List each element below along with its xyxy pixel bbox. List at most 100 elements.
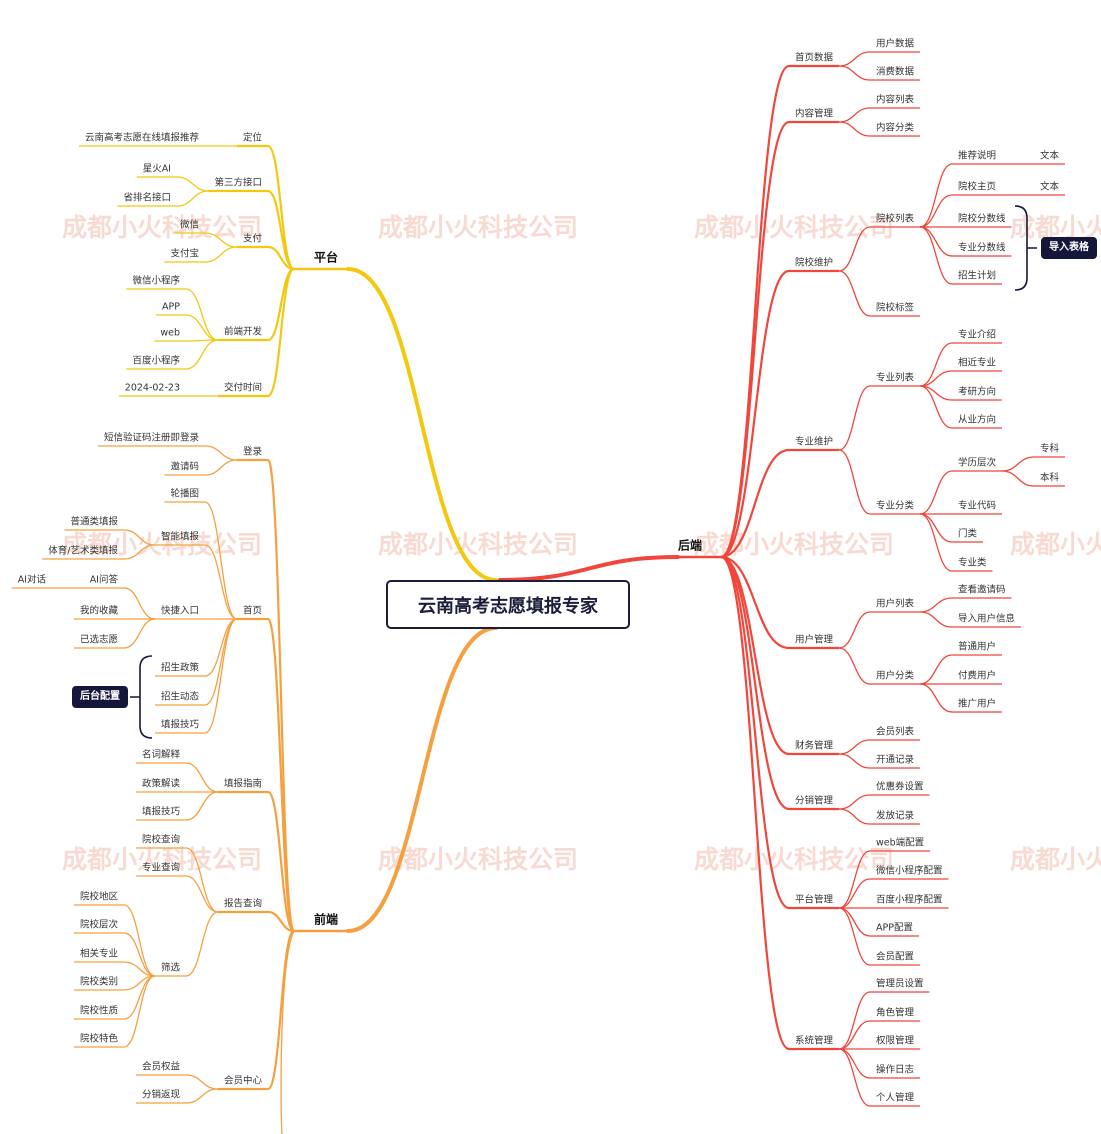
- node-label[interactable]: 云南高考志愿在线填报推荐: [85, 132, 200, 144]
- node-label[interactable]: 院校地区: [80, 891, 119, 903]
- node-label[interactable]: 第三方接口: [214, 177, 262, 189]
- node-label[interactable]: 快捷入口: [161, 605, 199, 617]
- node-label[interactable]: 短信验证码注册即登录: [104, 432, 200, 444]
- branch-label[interactable]: 后端: [678, 538, 702, 553]
- node-label[interactable]: 文本: [1040, 150, 1060, 162]
- node-label[interactable]: AI问答: [90, 574, 119, 586]
- node-label[interactable]: 院校分数线: [958, 213, 1006, 225]
- node-label[interactable]: 优惠券设置: [876, 781, 924, 793]
- node-label[interactable]: 导入用户信息: [958, 613, 1015, 625]
- node-label[interactable]: 普通用户: [958, 641, 996, 653]
- node-label[interactable]: 专业介绍: [958, 329, 996, 341]
- node-label[interactable]: 专业代码: [958, 500, 996, 512]
- node-label[interactable]: 登录: [243, 447, 263, 458]
- node-label[interactable]: 文本: [1040, 181, 1060, 193]
- node-label[interactable]: 专业维护: [795, 436, 833, 448]
- node-label[interactable]: 政策解读: [142, 778, 181, 790]
- node-label[interactable]: 填报指南: [224, 778, 262, 790]
- backend-config-tag[interactable]: 后台配置: [72, 686, 128, 708]
- node-label[interactable]: 相关专业: [80, 948, 118, 960]
- node-label[interactable]: 百度小程序配置: [876, 894, 943, 906]
- node-label[interactable]: 体育/艺术类填报: [48, 545, 118, 557]
- node-label[interactable]: 专业分类: [876, 500, 915, 512]
- node-label[interactable]: 角色管理: [876, 1007, 915, 1019]
- node-label[interactable]: 从业方向: [958, 414, 996, 426]
- node-label[interactable]: 会员配置: [876, 951, 914, 963]
- node-label[interactable]: 院校特色: [80, 1033, 119, 1045]
- node-label[interactable]: 个人管理: [876, 1092, 915, 1104]
- node-label[interactable]: 管理员设置: [876, 978, 924, 990]
- node-label[interactable]: 微信小程序配置: [876, 865, 943, 877]
- node-label[interactable]: APP配置: [876, 923, 913, 934]
- node-label[interactable]: web: [160, 328, 180, 339]
- node-label[interactable]: 发放记录: [876, 810, 915, 822]
- node-label[interactable]: 门类: [958, 528, 978, 540]
- node-label[interactable]: 用户数据: [876, 38, 915, 50]
- node-label[interactable]: 招生动态: [161, 691, 200, 703]
- node-label[interactable]: 内容分类: [876, 122, 915, 134]
- node-label[interactable]: 分销返现: [142, 1089, 181, 1101]
- node-label[interactable]: 院校查询: [142, 834, 180, 846]
- root-node[interactable]: 云南高考志愿填报专家: [386, 580, 630, 629]
- node-label[interactable]: 付费用户: [958, 670, 996, 682]
- node-label[interactable]: 报告查询: [224, 898, 262, 910]
- node-label[interactable]: 会员列表: [876, 726, 915, 738]
- node-label[interactable]: 专业查询: [142, 862, 180, 874]
- node-label[interactable]: 星火AI: [143, 164, 171, 175]
- node-label[interactable]: 专业分数线: [958, 242, 1006, 254]
- node-label[interactable]: 考研方向: [958, 386, 996, 398]
- node-label[interactable]: 名词解释: [142, 749, 181, 761]
- node-label[interactable]: 前端开发: [224, 326, 263, 338]
- node-label[interactable]: 支付宝: [170, 248, 199, 260]
- node-label[interactable]: 消费数据: [876, 66, 915, 78]
- node-label[interactable]: 定位: [243, 132, 263, 144]
- node-label[interactable]: 查看邀请码: [958, 584, 1006, 596]
- node-label[interactable]: 填报技巧: [142, 806, 181, 818]
- node-label[interactable]: 会员中心: [224, 1075, 263, 1087]
- node-label[interactable]: 专科: [1040, 443, 1060, 455]
- node-label[interactable]: 平台管理: [795, 894, 834, 906]
- node-label[interactable]: 内容列表: [876, 94, 915, 106]
- node-label[interactable]: 系统管理: [795, 1035, 834, 1047]
- node-label[interactable]: 院校标签: [876, 302, 915, 314]
- branch-label[interactable]: 平台: [314, 250, 338, 265]
- node-label[interactable]: 首页: [243, 605, 262, 617]
- node-label[interactable]: 填报技巧: [161, 719, 200, 731]
- node-label[interactable]: 交付时间: [224, 382, 262, 394]
- node-label[interactable]: 学历层次: [958, 457, 997, 469]
- node-label[interactable]: 招生政策: [161, 662, 200, 674]
- node-label[interactable]: 我的收藏: [80, 605, 119, 617]
- node-label[interactable]: 本科: [1040, 472, 1060, 484]
- node-label[interactable]: APP: [162, 302, 180, 313]
- node-label[interactable]: 招生计划: [958, 270, 996, 282]
- node-label[interactable]: 轮播图: [170, 488, 199, 500]
- branch-label[interactable]: 前端: [314, 912, 338, 927]
- node-label[interactable]: 普通类填报: [70, 516, 118, 528]
- node-label[interactable]: 首页数据: [795, 52, 834, 64]
- node-label[interactable]: 支付: [243, 233, 263, 245]
- node-label[interactable]: 邀请码: [170, 461, 199, 473]
- node-label[interactable]: 分销管理: [795, 795, 834, 807]
- node-label[interactable]: 会员权益: [142, 1061, 181, 1073]
- node-label[interactable]: 专业列表: [876, 372, 915, 384]
- node-label[interactable]: 权限管理: [876, 1035, 915, 1047]
- node-label[interactable]: 相近专业: [958, 357, 996, 369]
- node-label[interactable]: web端配置: [876, 837, 924, 849]
- node-label[interactable]: 微信小程序: [132, 275, 180, 287]
- node-label[interactable]: AI对话: [18, 574, 47, 586]
- node-label[interactable]: 用户分类: [876, 670, 915, 682]
- node-label[interactable]: 用户管理: [795, 634, 834, 646]
- node-label[interactable]: 操作日志: [876, 1064, 914, 1076]
- node-label[interactable]: 院校列表: [876, 213, 915, 225]
- node-label[interactable]: 财务管理: [795, 740, 834, 752]
- node-label[interactable]: 专业类: [958, 557, 987, 569]
- import-table-tag[interactable]: 导入表格: [1041, 237, 1097, 259]
- node-label[interactable]: 2024-02-23: [125, 383, 180, 394]
- node-label[interactable]: 院校性质: [80, 1005, 119, 1017]
- node-label[interactable]: 院校维护: [795, 257, 833, 269]
- node-label[interactable]: 智能填报: [161, 531, 200, 543]
- node-label[interactable]: 推荐说明: [958, 150, 996, 162]
- node-label[interactable]: 百度小程序: [132, 355, 180, 367]
- node-label[interactable]: 用户列表: [876, 598, 915, 610]
- node-label[interactable]: 院校层次: [80, 919, 119, 931]
